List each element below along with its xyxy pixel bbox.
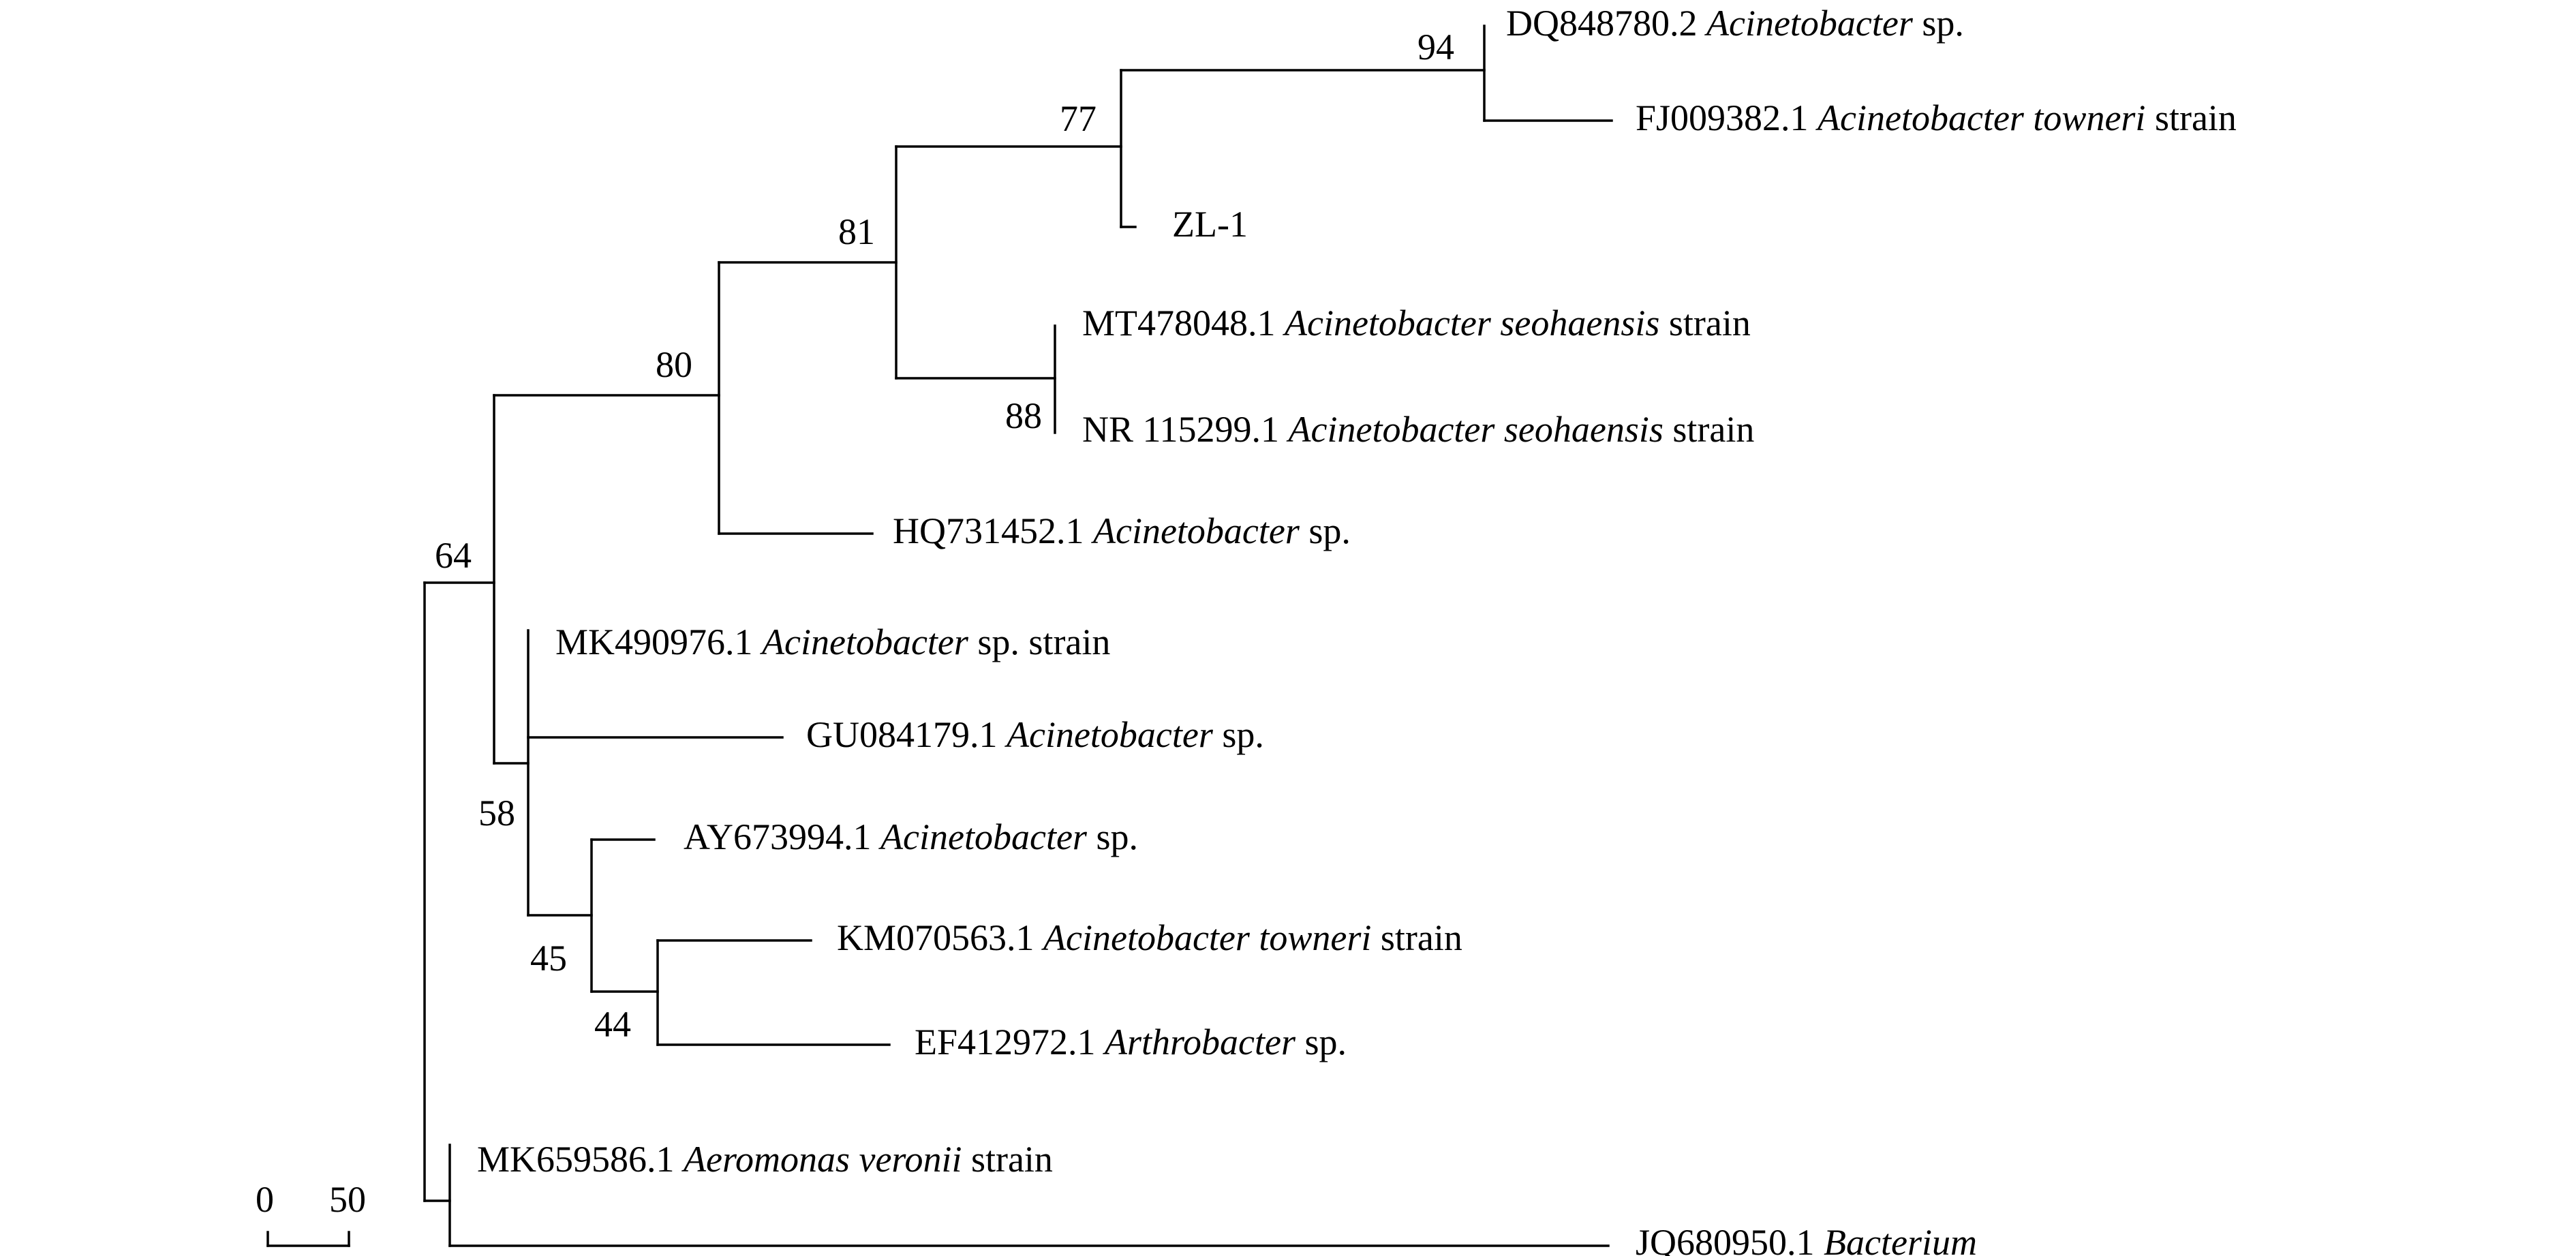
leaf-label-hq731452: HQ731452.1 Acinetobacter sp. [893, 510, 1351, 551]
leaf-labels: DQ848780.2 Acinetobacter sp. FJ009382.1 … [477, 3, 2237, 1256]
leaf-label-mk490976: MK490976.1 Acinetobacter sp. strain [555, 622, 1110, 662]
leaf-label-mk659586: MK659586.1 Aeromonas veronii strain [477, 1139, 1053, 1180]
bootstrap-64: 64 [435, 535, 472, 576]
bootstrap-88: 88 [1005, 395, 1042, 436]
bootstrap-values: 94 77 81 88 80 64 58 45 44 [435, 27, 1454, 1045]
leaf-label-mt478048: MT478048.1 Acinetobacter seohaensis stra… [1082, 303, 1751, 343]
bootstrap-77: 77 [1060, 98, 1097, 139]
bootstrap-81: 81 [838, 211, 875, 252]
leaf-label-ef412972: EF412972.1 Arthrobacter sp. [915, 1022, 1347, 1062]
leaf-label-gu084179: GU084179.1 Acinetobacter sp. [806, 714, 1264, 755]
tree-branches [266, 25, 1613, 1247]
leaf-label-ay673994: AY673994.1 Acinetobacter sp. [684, 816, 1138, 857]
scale-bar-label-end: 50 [329, 1179, 366, 1220]
leaf-label-jq680950: JQ680950.1 Bacterium [1636, 1222, 1977, 1256]
bootstrap-58: 58 [478, 793, 515, 833]
bootstrap-80: 80 [656, 344, 692, 385]
bootstrap-44: 44 [594, 1004, 631, 1045]
leaf-label-zl1: ZL-1 [1172, 204, 1248, 245]
leaf-label-km070563: KM070563.1 Acinetobacter towneri strain [837, 917, 1462, 958]
bootstrap-45: 45 [530, 938, 567, 979]
leaf-label-fj009382: FJ009382.1 Acinetobacter towneri strain [1636, 97, 2237, 138]
scale-bar: 0 50 [256, 1179, 366, 1220]
leaf-label-nr115299: NR 115299.1 Acinetobacter seohaensis str… [1082, 409, 1754, 450]
leaf-label-dq848780: DQ848780.2 Acinetobacter sp. [1506, 3, 1964, 44]
bootstrap-94: 94 [1417, 27, 1454, 67]
scale-bar-label-start: 0 [256, 1179, 274, 1220]
